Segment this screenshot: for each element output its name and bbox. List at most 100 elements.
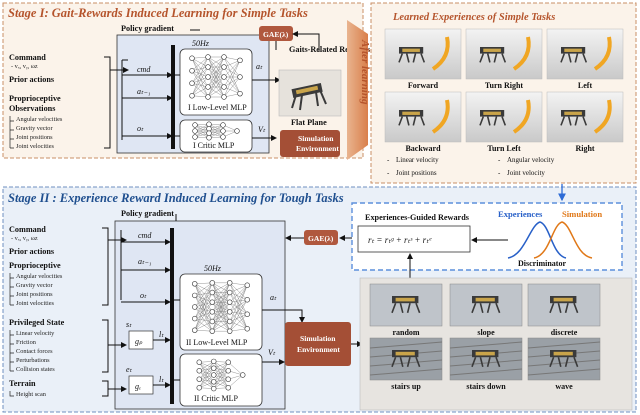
stage1-vt: Vₜ [258, 125, 266, 134]
stage2-gp: gₚ [135, 337, 143, 346]
stage2-aprev: aₜ₋₁ [138, 257, 152, 266]
stage2-proprio-2: Joint positions [16, 291, 53, 298]
stage2-policy-gradient: Policy gradient [121, 209, 174, 218]
stage2-le: lₜ [159, 375, 164, 384]
stage1-bracket [104, 56, 111, 149]
stage1-sim-env-1: Simulation [298, 134, 334, 143]
stage2-command: Command [9, 225, 46, 234]
stage2-simulation: Simulation [562, 209, 602, 219]
experience-label: Right [575, 144, 594, 153]
stage2-proprio-0: Angular velocities [16, 273, 63, 280]
stage1-critic-mlp: I Critic MLP [193, 141, 235, 150]
stage1-cmd: cmd [137, 65, 151, 74]
exp-bullet-2: Joint positions [396, 169, 437, 177]
stage1-sim-env-2: Environment [296, 144, 339, 153]
stage2-sim-env-1: Simulation [300, 334, 336, 343]
stage2-st: sₜ [126, 320, 132, 329]
exp-bullet-1: Angular velocity [507, 156, 555, 164]
stage1-critic-net [192, 121, 240, 141]
terrain-slope: slope [449, 283, 523, 337]
stage2-experiences: Experiences [498, 209, 543, 219]
stage1-aprev: aₜ₋₁ [137, 87, 151, 96]
stage1-panel: Stage I: Gait-Rewards Induced Learning f… [2, 2, 370, 159]
stage2-priv-4: Collision states [16, 366, 55, 373]
stage2-gae-box [304, 230, 338, 245]
experience-label: Turn Left [487, 144, 521, 153]
terrain-label: stairs up [391, 382, 421, 391]
stage1-prior-actions: Prior actions [9, 75, 54, 84]
stage1-obs-item-2: Joint positions [16, 134, 53, 141]
terrain-stairs-up: stairs up [369, 337, 443, 391]
after-learning-band: After learning [347, 20, 371, 160]
experience-tile-forward: Forward [384, 28, 462, 90]
experiences-curve [507, 221, 567, 259]
robot-icon [291, 82, 327, 111]
after-learning-label: After learning [359, 39, 371, 105]
terrain-discrete: discrete [527, 283, 601, 337]
stage2-priv-1: Friction [16, 339, 37, 346]
stage2-sim-env-box [285, 322, 351, 366]
terrain-label: stairs down [466, 382, 506, 391]
terrain-stairs-down: stairs down [449, 337, 523, 391]
stage2-critic-net [196, 358, 246, 392]
stage2-command-sub: - vₓ, vᵧ, ωz [11, 235, 38, 242]
stage2-cmd: cmd [138, 231, 152, 240]
stage2-low-mlp: II Low-Level MLP [186, 338, 248, 347]
stage1-gae: GAE(λ) [263, 30, 289, 39]
exp-dash-1: - [387, 156, 390, 164]
stage2-et: eₜ [126, 365, 133, 374]
experience-tile-backward: Backward [384, 91, 462, 153]
stage2-critic-mlp: II Critic MLP [194, 394, 239, 403]
experiences-panel: Learned Experiences of Simple Tasks Forw… [370, 2, 637, 184]
terrain-wave: wave [527, 337, 601, 391]
stage2-freq: 50Hz [204, 264, 222, 273]
terrain-label: discrete [551, 328, 578, 337]
stage1-at: aₜ [256, 62, 263, 71]
exp-dash-4: - [498, 169, 501, 177]
terrain-label: random [392, 328, 419, 337]
stage2-lp: lₜ [159, 330, 164, 339]
stage2-proprio-1: Gravity vector [16, 282, 53, 289]
stage2-ot: oₜ [140, 291, 147, 300]
stage2-privileged: Privileged State [9, 318, 65, 327]
stage1-proprio: Proprioceptive [9, 94, 61, 103]
experiences-title: Learned Experiences of Simple Tasks [392, 12, 555, 23]
experience-label: Forward [408, 81, 439, 90]
stage1-command: Command [9, 53, 46, 62]
stage2-priv-2: Contact forces [16, 348, 53, 355]
stage1-policy-gradient: Policy gradient [121, 24, 174, 33]
stage2-proprio: Proprioceptive [9, 261, 61, 270]
stage2-prior-actions: Prior actions [9, 247, 54, 256]
stage1-title: Stage I: Gait-Rewards Induced Learning f… [8, 6, 308, 20]
stage2-terrain-0: Height scan [16, 391, 47, 398]
experience-tile-left: Left [546, 28, 624, 90]
stage2-exp-rewards: Experiences-Guided Rewards [365, 213, 469, 222]
stage1-freq: 50Hz [192, 39, 210, 48]
stage1-gait-rewards: Gaits-Related Rewards [289, 45, 370, 54]
terrain-label: slope [477, 328, 495, 337]
stage2-sim-env-2: Environment [297, 345, 340, 354]
stage2-low-mlp-net [192, 280, 250, 334]
stage2-title: Stage II : Experience Reward Induced Lea… [8, 191, 344, 205]
stage2-priv-3: Perturbations [16, 357, 50, 364]
simulation-curve [533, 221, 593, 259]
stage2-panel: Stage II : Experience Reward Induced Lea… [2, 184, 637, 413]
experience-tile-turn-right: Turn Right [465, 28, 543, 90]
stage2-gae: GAE(λ) [308, 234, 334, 243]
stage1-low-mlp-net [189, 54, 243, 100]
stage2-at: aₜ [270, 293, 277, 302]
stage1-gae-box [259, 26, 293, 41]
stage2-formula: rₜ = rₜᵍ + rₜˢ + rₜᵉ [368, 235, 432, 245]
stage1-command-sub: - vₓ, vᵧ, ωz [11, 63, 38, 70]
exp-bullet-3: Joint velocity [507, 169, 545, 177]
stage2-terrain: Terrain [9, 379, 36, 388]
experience-tile-right: Right [546, 91, 624, 153]
experience-label: Turn Right [485, 81, 524, 90]
stage2-priv-0: Linear velocity [16, 330, 55, 337]
exp-bullet-0: Linear velocity [396, 156, 439, 164]
exp-dash-3: - [387, 169, 390, 177]
stage2-proprio-3: Joint velocities [16, 300, 54, 307]
terrain-random: random [369, 283, 443, 337]
stage2-vt: Vₜ [268, 348, 276, 357]
